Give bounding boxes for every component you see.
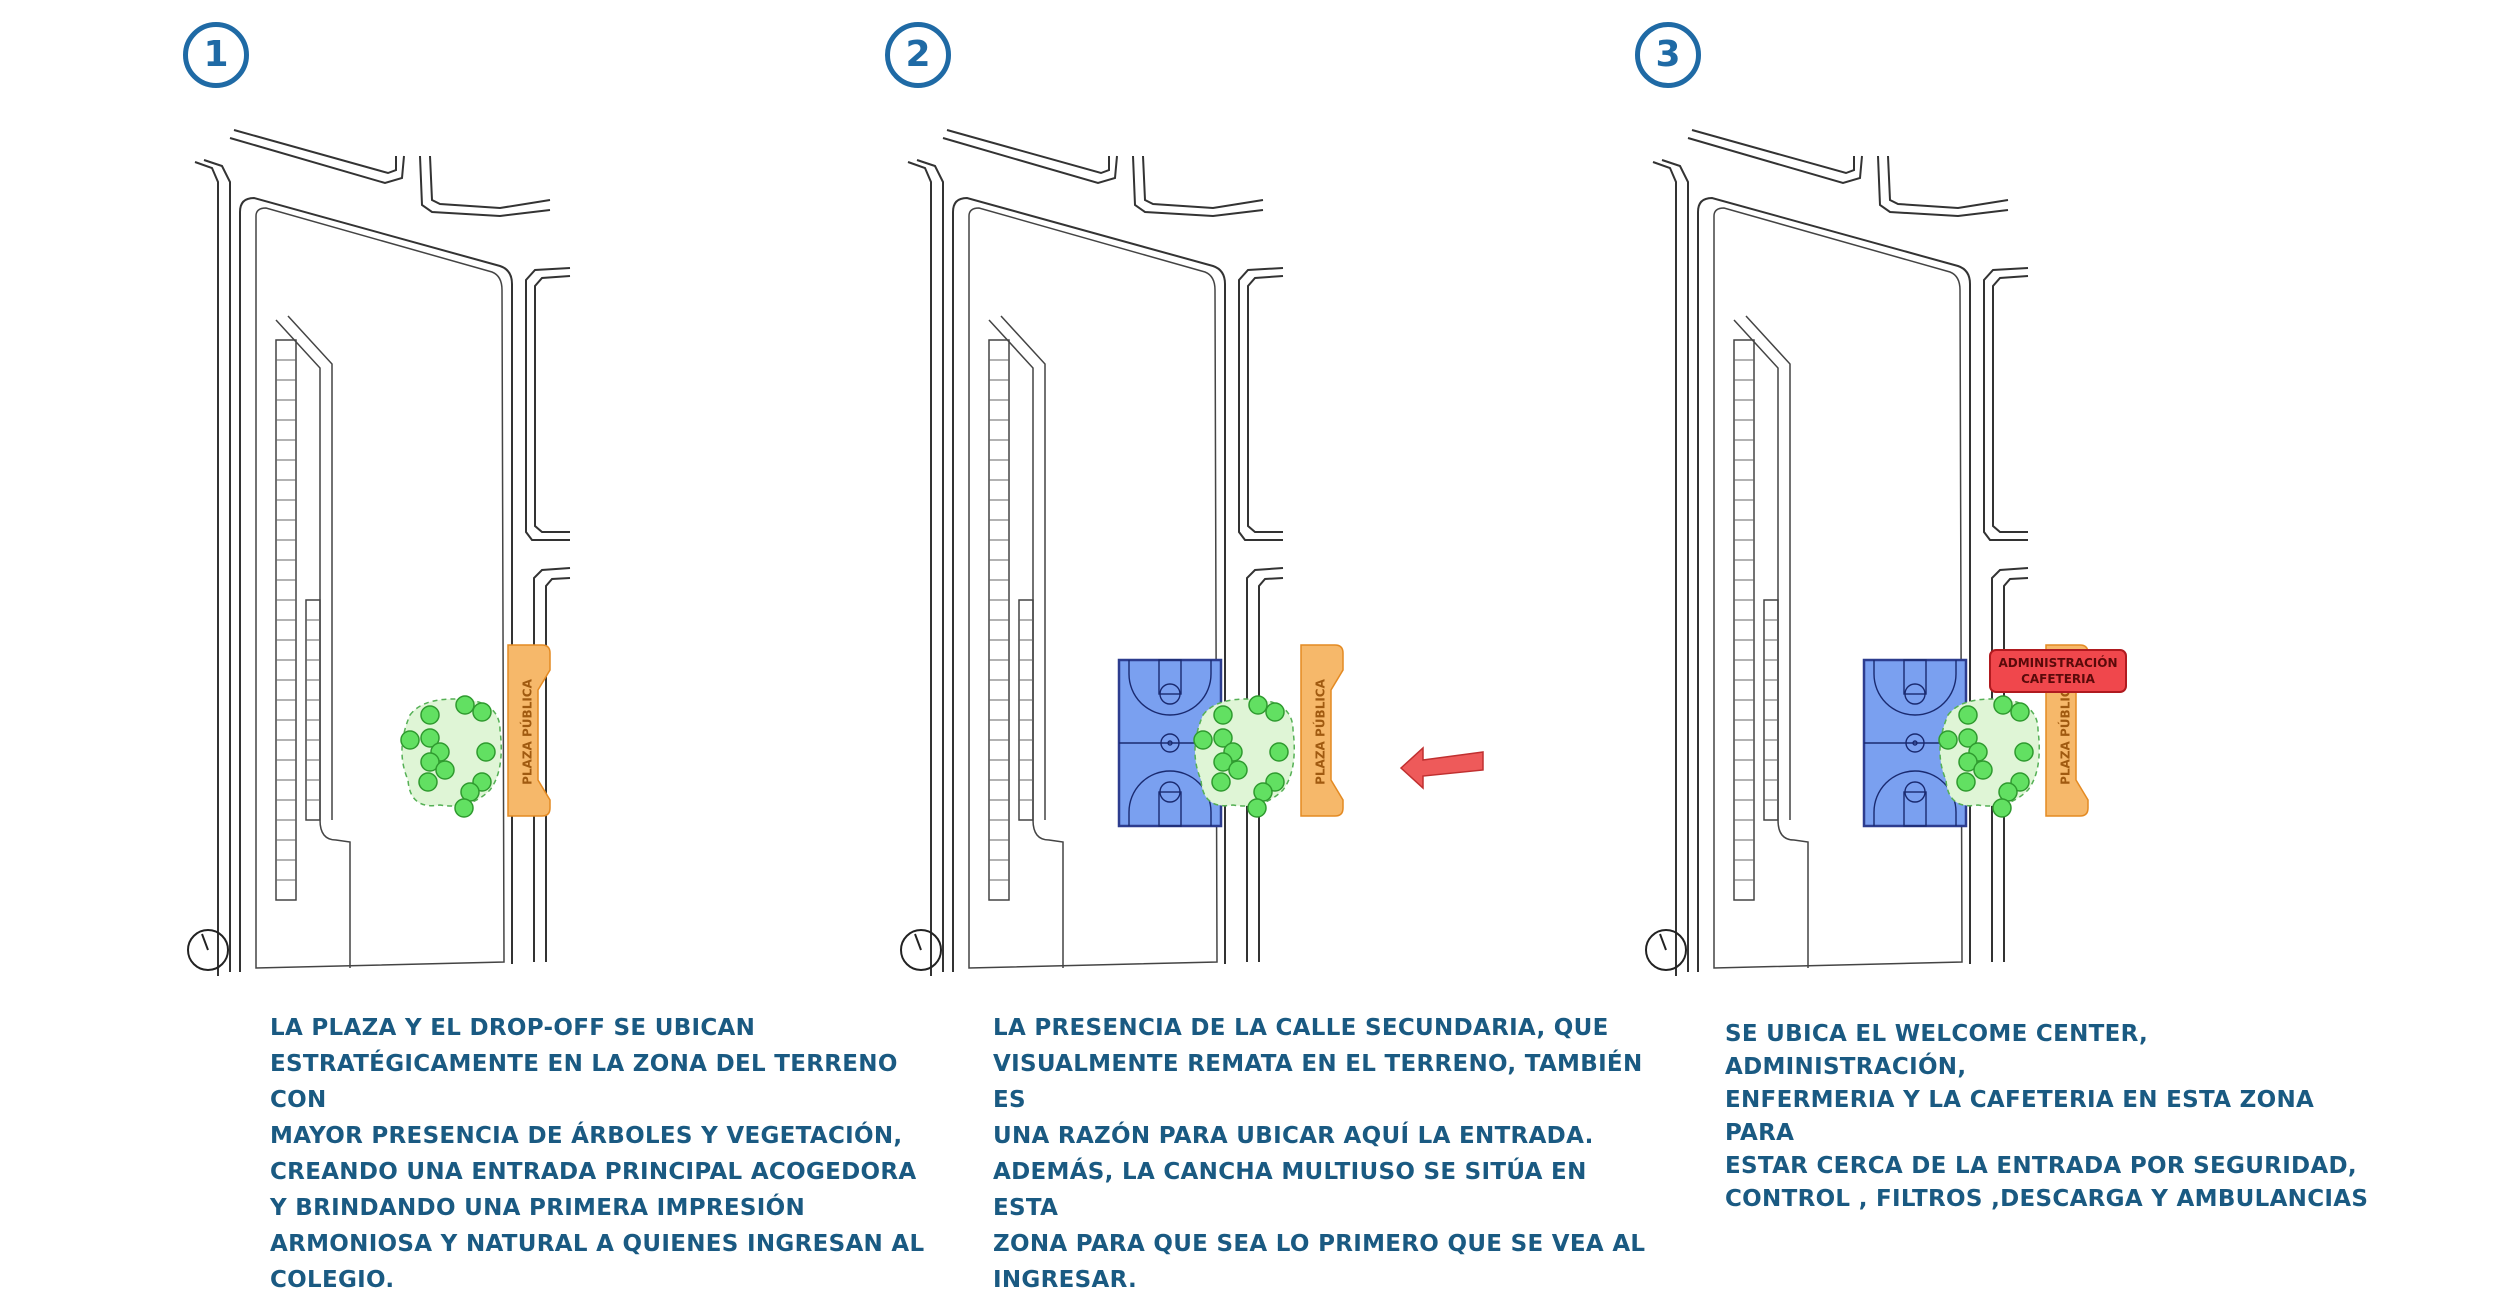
site-plan: PLAZA PÚBLICA bbox=[900, 129, 1484, 977]
admin-label: ADMINISTRACIÓN bbox=[1998, 655, 2117, 670]
step-badge: 3 bbox=[1635, 22, 1701, 88]
panel-step-2: 2 PLAZA PÚBLICA LA PRESENCIA DE LA CALLE… bbox=[793, 0, 1645, 1293]
panel-step-1: 1 PLAZA PÚBLICA LA PLAZA Y EL DROP-OFF S… bbox=[80, 0, 924, 1293]
panel-step-3: 3 PLAZA PÚBLICA ADMINISTRACIÓN CAFETERIA… bbox=[1510, 0, 2368, 1247]
entrance-arrow bbox=[1399, 746, 1484, 790]
step-badge: 1 bbox=[183, 22, 249, 88]
step-badge: 2 bbox=[885, 22, 951, 88]
admin-cafeteria-block bbox=[1989, 649, 2127, 693]
site-plan: PLAZA PÚBLICA ADMINISTRACIÓN CAFETERIA bbox=[1645, 129, 2127, 977]
site-plan: PLAZA PÚBLICA bbox=[187, 129, 571, 977]
cafeteria-label: CAFETERIA bbox=[2021, 672, 2096, 686]
plaza-label: PLAZA PÚBLICA bbox=[520, 678, 535, 784]
plaza-label: PLAZA PÚBLICA bbox=[2058, 678, 2073, 784]
plaza-label: PLAZA PÚBLICA bbox=[1313, 678, 1328, 784]
description: SE UBICA EL WELCOME CENTER, ADMINISTRACI… bbox=[1725, 1021, 2369, 1212]
